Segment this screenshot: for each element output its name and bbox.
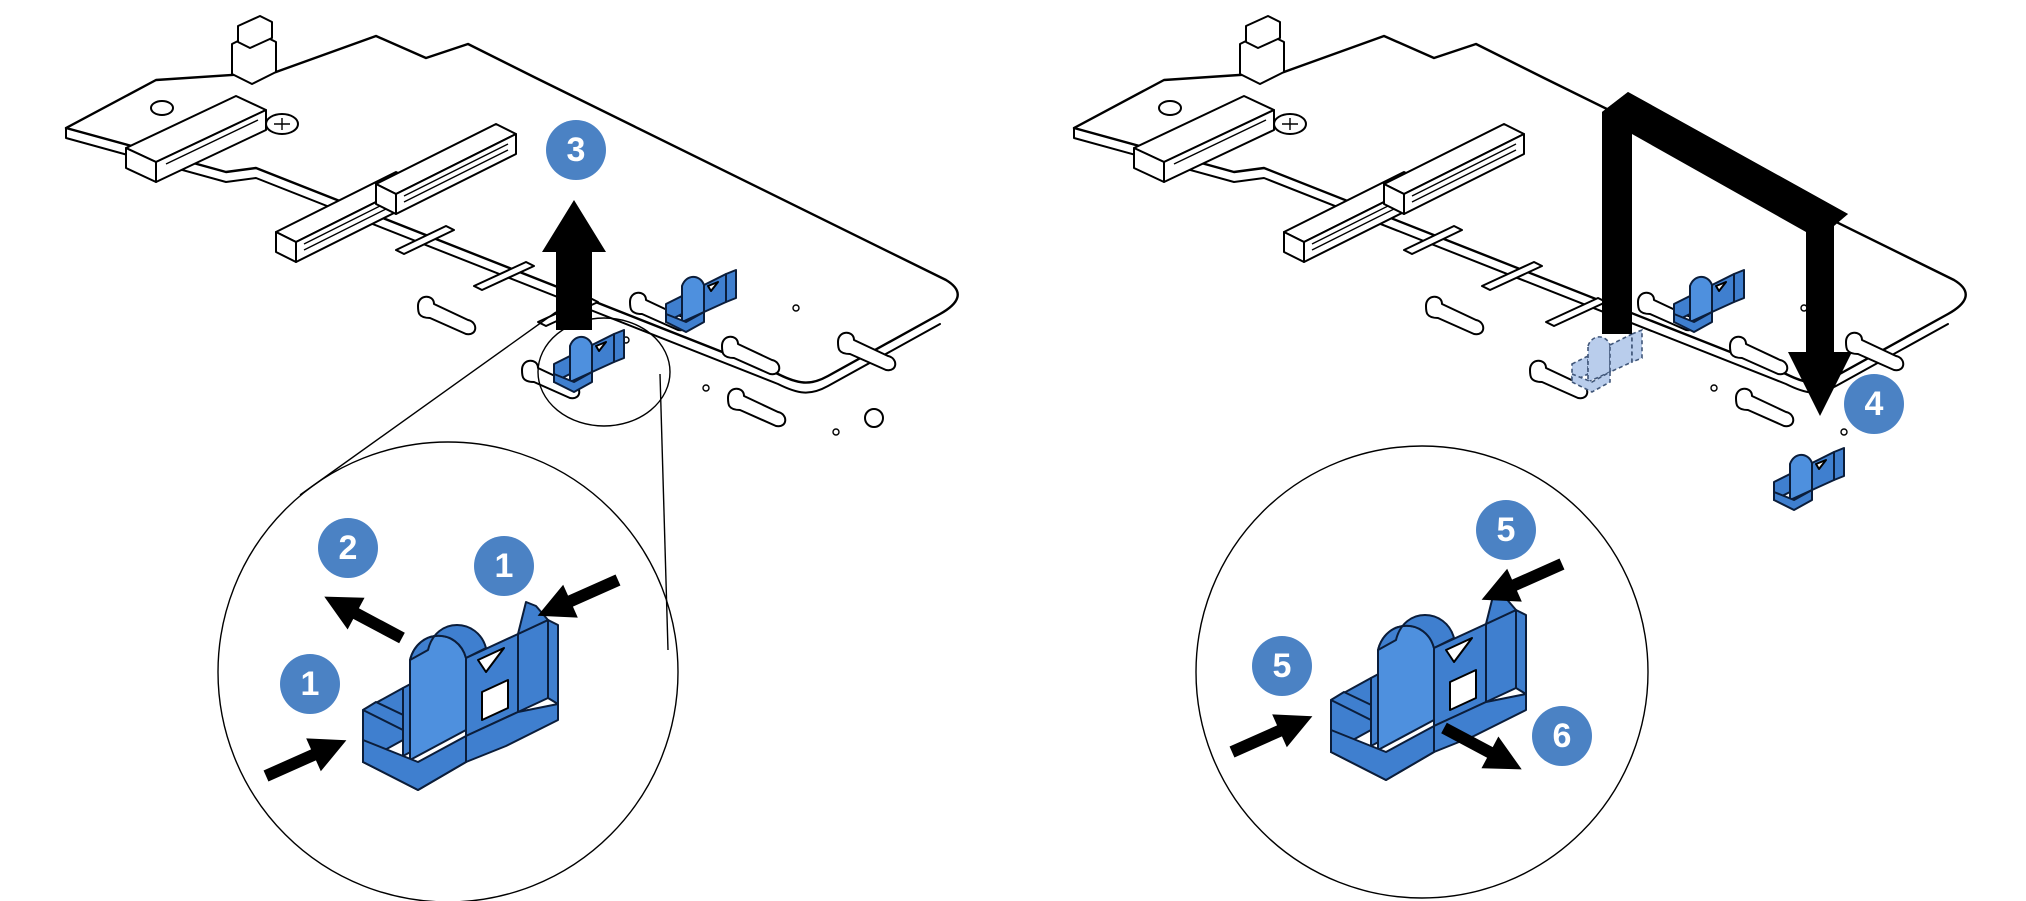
step-callout-4: 4	[1844, 374, 1904, 434]
arrow-5-top-icon	[1474, 547, 1570, 617]
step-callout-5-left: 5	[1252, 636, 1312, 696]
step-callout-6: 6	[1532, 706, 1592, 766]
step-callout-1-bottom: 1	[280, 654, 340, 714]
magnifier-callout-right	[1195, 445, 1649, 899]
svg-text:2: 2	[339, 529, 358, 567]
step-callout-1-top: 1	[474, 536, 534, 596]
svg-text:1: 1	[301, 665, 320, 703]
up-arrow-icon	[542, 200, 606, 330]
left-panel: 3 2 1 1	[66, 16, 958, 901]
magnifier-callout	[217, 311, 679, 901]
step-callout-2: 2	[318, 518, 378, 578]
svg-text:5: 5	[1497, 511, 1516, 549]
arrow-1-bottom-icon	[258, 723, 354, 793]
m2-retainer-ghost-icon	[1571, 329, 1643, 393]
svg-text:5: 5	[1273, 647, 1292, 685]
step-callout-5-top: 5	[1476, 500, 1536, 560]
svg-text:6: 6	[1553, 717, 1572, 755]
m2-retainer-clip-icon	[553, 329, 625, 393]
m2-retainer-clip-icon	[1773, 447, 1845, 511]
arrow-5-left-icon	[1224, 699, 1320, 769]
arrow-2-icon	[315, 580, 411, 654]
move-arrow-icon	[1602, 92, 1852, 416]
m2-backplane-board-left	[66, 16, 958, 435]
svg-text:1: 1	[495, 547, 514, 585]
step-callout-3: 3	[546, 120, 606, 180]
right-panel: 4 5 5 6	[1074, 16, 1966, 899]
svg-text:4: 4	[1865, 385, 1884, 423]
svg-text:3: 3	[567, 131, 586, 169]
